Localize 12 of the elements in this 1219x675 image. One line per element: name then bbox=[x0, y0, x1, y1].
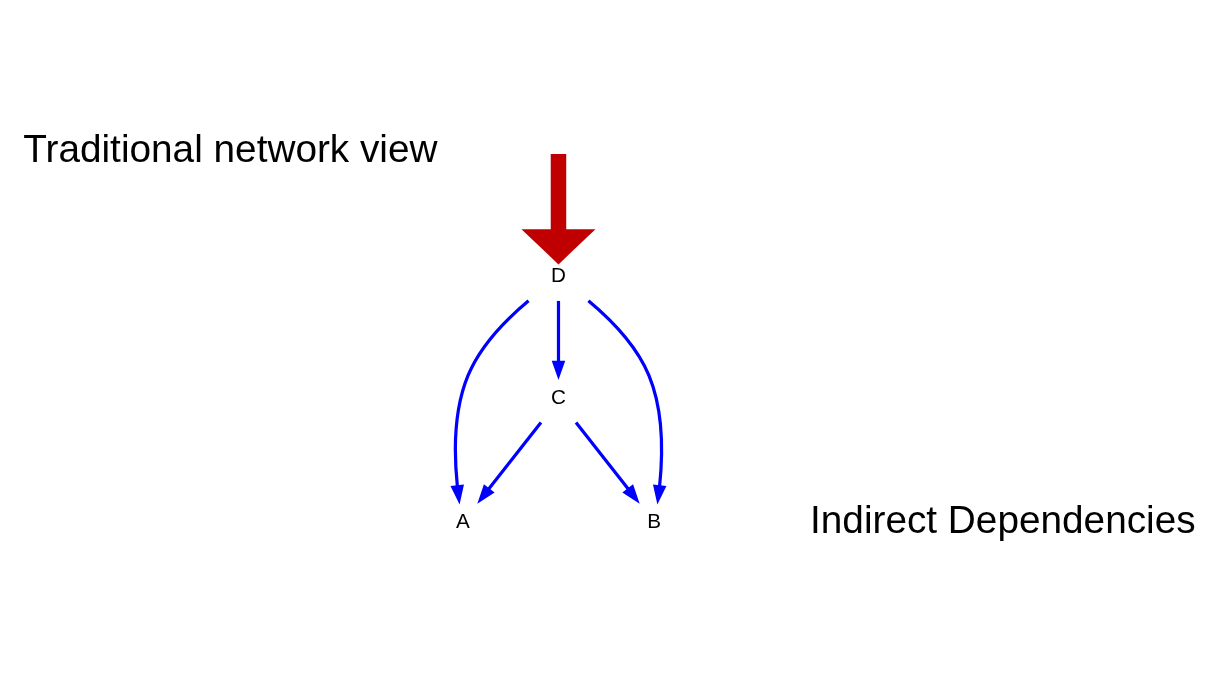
node-text: D bbox=[551, 262, 566, 286]
label: Indirect Dependencies bbox=[810, 497, 1196, 541]
arrow bbox=[450, 299, 530, 505]
arrow bbox=[477, 420, 543, 504]
node-text: B bbox=[647, 508, 661, 532]
label: Traditional network view bbox=[23, 126, 438, 170]
arrow bbox=[551, 300, 566, 380]
node-text: A bbox=[456, 508, 470, 532]
arrow bbox=[587, 299, 667, 505]
arrow bbox=[521, 153, 596, 264]
arrow bbox=[574, 420, 640, 504]
node-text: C bbox=[551, 384, 566, 408]
